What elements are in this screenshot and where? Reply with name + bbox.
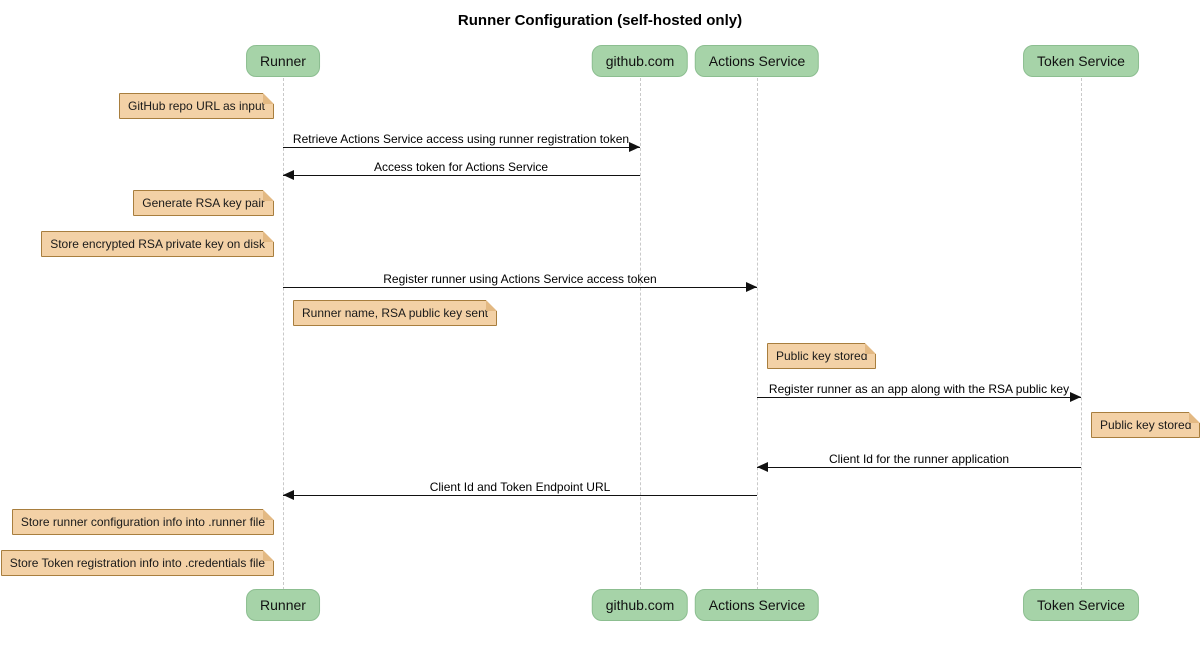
arrowhead-left-icon [757,462,768,472]
lifeline-github [640,78,641,590]
note-generate-rsa-key: Generate RSA key pair [133,190,274,216]
message-label-retrieve-access: Retrieve Actions Service access using ru… [292,132,630,146]
message-line [757,397,1081,398]
message-label-access-token: Access token for Actions Service [373,160,549,174]
participant-actions-service-top: Actions Service [694,45,820,77]
message-line [757,467,1081,468]
participant-runner-bottom: Runner [246,589,320,621]
arrowhead-right-icon [1070,392,1081,402]
note-public-key-stored-token: Public key stored [1091,412,1200,438]
message-line [283,175,640,176]
note-store-runner-file: Store runner configuration info into .ru… [11,509,275,535]
diagram-title: Runner Configuration (self-hosted only) [457,12,743,29]
lifeline-token-service [1081,78,1082,590]
note-store-private-key: Store encrypted RSA private key on disk [41,231,274,257]
message-line [283,287,757,288]
note-store-credentials-file: Store Token registration info into .cred… [0,550,275,576]
participant-github-bottom: github.com [591,589,689,621]
note-public-key-stored-actions: Public key stored [767,343,877,369]
arrowhead-right-icon [746,282,757,292]
message-line [283,495,757,496]
participant-token-service-top: Token Service [1023,45,1139,77]
message-label-register-runner: Register runner using Actions Service ac… [383,272,657,286]
note-github-repo-url: GitHub repo URL as input [119,93,274,119]
message-label-client-id-app: Client Id for the runner application [828,452,1010,466]
message-label-register-app: Register runner as an app along with the… [768,382,1070,396]
arrowhead-left-icon [283,170,294,180]
arrowhead-left-icon [283,490,294,500]
note-runner-name-public-key: Runner name, RSA public key sent [293,300,498,326]
participant-token-service-bottom: Token Service [1023,589,1139,621]
lifeline-actions-service [757,78,758,590]
arrowhead-right-icon [629,142,640,152]
participant-runner-top: Runner [246,45,320,77]
lifeline-runner [283,78,284,590]
participant-actions-service-bottom: Actions Service [694,589,820,621]
message-label-client-id-endpoint: Client Id and Token Endpoint URL [429,480,611,494]
participant-github-top: github.com [591,45,689,77]
message-line [283,147,640,148]
